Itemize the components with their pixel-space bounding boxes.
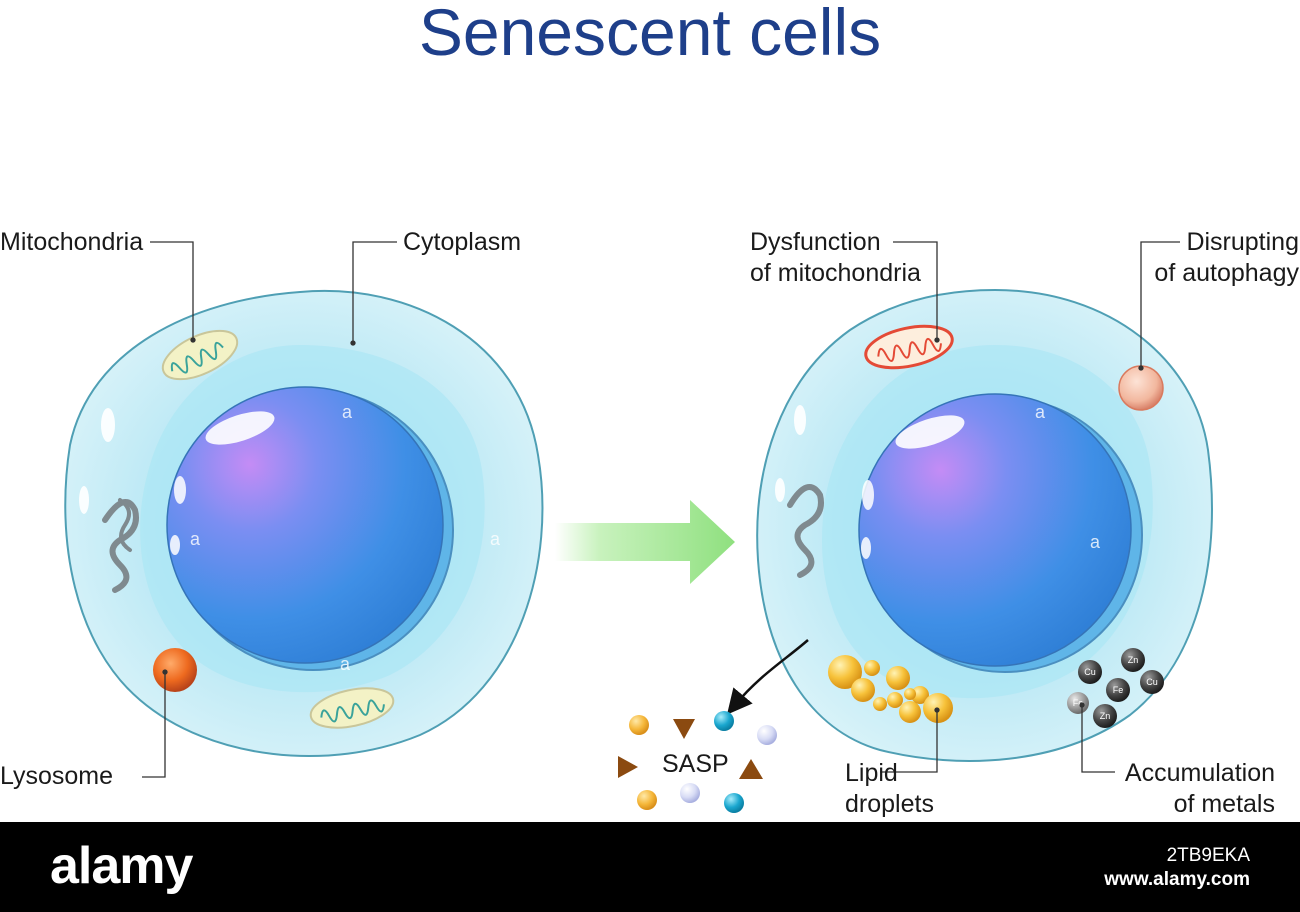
- metal-ion: [1078, 660, 1102, 684]
- page-title: Senescent cells: [418, 0, 882, 69]
- metals-label-line2: of metals: [1173, 790, 1275, 818]
- svg-text:a: a: [1035, 402, 1046, 422]
- dysfunction-label-line2: of mitochondria: [750, 259, 921, 287]
- sasp-particles: [618, 711, 777, 813]
- secretion-arrow: [726, 639, 809, 715]
- normal-nucleus-highlight-small: [170, 535, 180, 555]
- normal-nucleus-highlight: [205, 411, 275, 445]
- normal-membrane-fleck: [79, 486, 89, 514]
- metal-ion-label: Zn: [1128, 655, 1139, 665]
- senescent-membrane-fleck: [794, 405, 806, 435]
- mitochondria-label: Mitochondria: [0, 228, 144, 256]
- watermark-bar: [0, 822, 1300, 912]
- metal-ion-label: Cu: [1084, 667, 1096, 677]
- normal-mitochondrion: [309, 687, 395, 729]
- autophagy-label-line1: Disrupting: [1186, 228, 1299, 256]
- normal-nucleus: [166, 386, 444, 664]
- dysfunction-label-line1: Dysfunction: [750, 228, 881, 256]
- lipid-label-line2: droplets: [845, 790, 934, 818]
- senescent-membrane-fleck: [775, 478, 785, 502]
- svg-text:a: a: [190, 529, 201, 549]
- metal-ion-label: Zn: [1100, 711, 1111, 721]
- transition-arrow: [555, 500, 735, 584]
- autophagy-vacuole: [1118, 365, 1164, 411]
- watermark-logo: alamy: [50, 837, 193, 895]
- normal-membrane-fleck: [101, 408, 115, 442]
- normal-lysosome: [153, 648, 197, 692]
- metal-ion-label: Cu: [1146, 677, 1158, 687]
- svg-text:a: a: [342, 402, 353, 422]
- watermark-url: www.alamy.com: [1104, 869, 1250, 890]
- svg-text:a: a: [1090, 532, 1101, 552]
- autophagy-label-line2: of autophagy: [1154, 259, 1299, 287]
- normal-nucleus-highlight-small: [174, 476, 186, 504]
- normal-cell: a a a a: [64, 289, 544, 757]
- metal-ion-label: Fe: [1073, 698, 1084, 708]
- metal-ion: [1067, 692, 1089, 714]
- sasp-label: SASP: [662, 750, 729, 778]
- watermark-image-id: 2TB9EKA: [1166, 845, 1250, 866]
- lysosome-label: Lysosome: [0, 762, 114, 790]
- senescent-nucleus: [858, 393, 1132, 667]
- senescent-nucleus-highlight-small: [861, 537, 871, 559]
- metals-label-line1: Accumulation: [1124, 759, 1275, 787]
- metal-ion: [1140, 670, 1164, 694]
- metal-ion: [1106, 678, 1130, 702]
- metal-ion: [1121, 648, 1145, 672]
- lipid-label-line1: Lipid: [845, 759, 898, 787]
- cytoplasm-label: Cytoplasm: [403, 228, 522, 256]
- metal-ion-label: Fe: [1113, 685, 1124, 695]
- senescent-golgi: [787, 484, 824, 578]
- normal-golgi: [102, 498, 139, 593]
- svg-text:a: a: [340, 654, 351, 674]
- damaged-mitochondrion: [864, 324, 954, 370]
- senescent-nucleus-highlight: [895, 415, 965, 449]
- svg-text:a: a: [490, 529, 501, 549]
- leader-lines: [142, 241, 1180, 778]
- metal-ion: [1093, 704, 1117, 728]
- senescent-nucleus-highlight-small: [862, 480, 874, 510]
